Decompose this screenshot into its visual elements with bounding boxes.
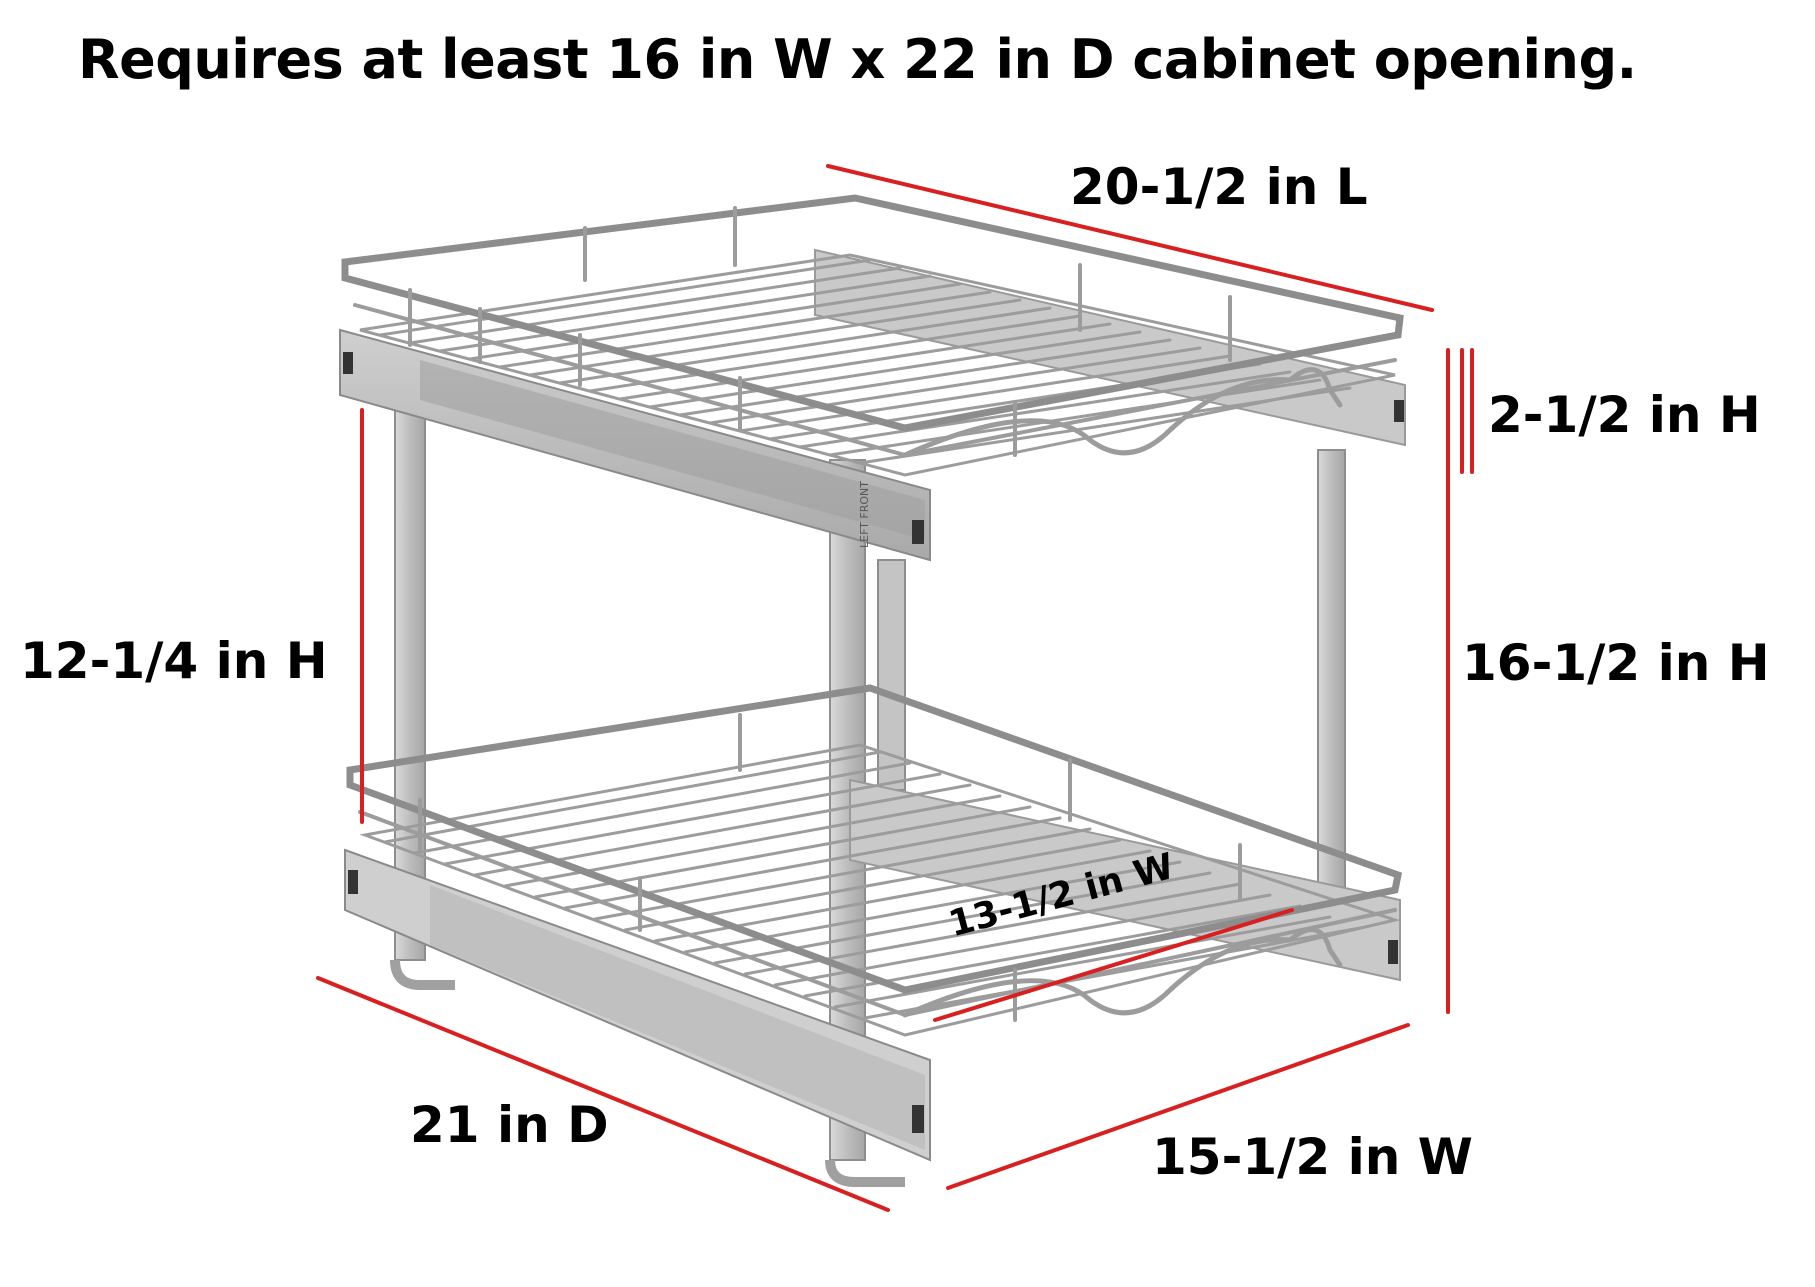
basket-height-label: 2-1/2 in H xyxy=(1488,386,1761,444)
depth-dimension-line xyxy=(316,976,890,1212)
cabinet-requirement-headline: Requires at least 16 in W x 22 in D cabi… xyxy=(78,28,1637,91)
width-label: 15-1/2 in W xyxy=(1152,1128,1473,1186)
depth-label: 21 in D xyxy=(410,1096,609,1154)
inner-width-dimension-line xyxy=(933,908,1294,1022)
length-label: 20-1/2 in L xyxy=(1070,158,1368,216)
top-slide-rail xyxy=(339,248,1406,562)
rail-label: LEFT FRONT xyxy=(858,481,871,548)
clearance-height-label: 12-1/4 in H xyxy=(20,632,328,690)
width-dimension-line xyxy=(946,1023,1410,1190)
bottom-wire-basket xyxy=(346,684,1403,1037)
top-wire-basket xyxy=(341,194,1404,477)
dimension-lines xyxy=(316,164,1474,1212)
length-dimension-line xyxy=(826,164,1434,312)
overall-height-label: 16-1/2 in H xyxy=(1462,634,1770,692)
